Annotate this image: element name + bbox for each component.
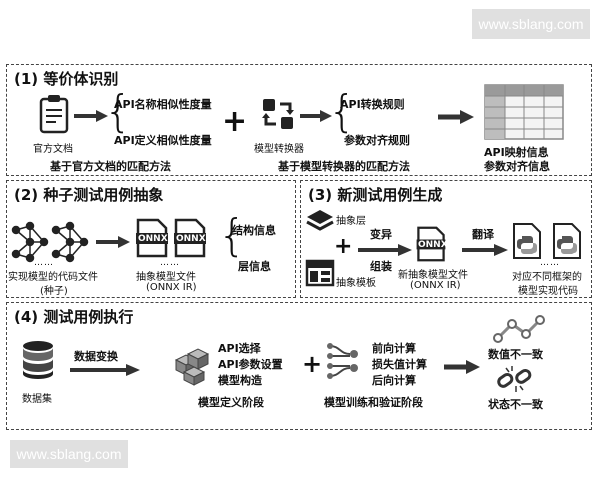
translate-label: 翻译 (472, 228, 494, 241)
plus-sign-1: + (222, 104, 248, 139)
result-param-alignment: 参数对齐信息 (484, 160, 550, 173)
section1-title: (1) 等价体识别 (14, 70, 119, 88)
transform-label: 数据变换 (74, 350, 118, 363)
seed-label: 实现模型的代码文件 (8, 272, 98, 283)
arrow-translate (462, 244, 508, 256)
broken-link-icon (497, 366, 532, 392)
python-dots: …… (540, 258, 560, 268)
layers-icon (306, 210, 334, 231)
onnx-dots: …… (160, 258, 180, 268)
brace-metrics: { (104, 86, 132, 137)
layer-label: 抽象层 (336, 216, 366, 227)
method-doc-matching: 基于官方文档的匹配方法 (50, 160, 171, 173)
new-model-sub: (ONNX IR) (410, 280, 461, 291)
onnx-badge-2: ONNX (176, 234, 206, 244)
onnx-file-icon (136, 218, 168, 258)
arrow-doc-to-metrics (74, 110, 108, 122)
section2-title: (2) 种子测试用例抽象 (14, 186, 164, 204)
outcome-value-mismatch: 数值不一致 (488, 348, 543, 361)
arrow-converter-to-rules (300, 110, 332, 122)
metric-definition: API定义相似性度量 (114, 134, 212, 147)
abstract-label: 抽象模型文件 (136, 272, 196, 283)
plus-sign-3: + (302, 350, 323, 378)
dataset-label: 数据集 (22, 394, 52, 405)
converter-label: 模型转换器 (254, 144, 304, 155)
phase-model-definition: 模型定义阶段 (198, 396, 264, 409)
arrow-transform (70, 364, 140, 376)
database-icon (23, 341, 53, 379)
model-blocks-icon (174, 348, 210, 386)
info-layer: 层信息 (238, 260, 271, 273)
section-test-execution (6, 302, 592, 430)
template-icon (305, 259, 335, 287)
onnx-badge-3: ONNX (418, 240, 448, 250)
doc-label: 官方文档 (33, 144, 73, 155)
rule-param-alignment: 参数对齐规则 (344, 134, 410, 147)
target-label: 对应不同框架的 (512, 272, 582, 283)
seed-sub: (种子) (40, 286, 68, 297)
onnx-file-icon (174, 218, 206, 258)
arrow-to-outcomes (444, 360, 480, 374)
arrow-mutate-assemble (358, 244, 412, 256)
step-api-params: API参数设置 (218, 358, 283, 371)
converter-icon (262, 99, 294, 129)
section-new-case-generation (300, 180, 592, 298)
arrow-seed-to-onnx (96, 236, 130, 248)
pipeline-icon (327, 343, 358, 379)
metric-name: API名称相似性度量 (114, 98, 212, 111)
abstract-sub: (ONNX IR) (146, 282, 197, 293)
watermark-top: www.sblang.com (472, 9, 590, 39)
info-structure: 结构信息 (232, 224, 276, 237)
onnx-badge-1: ONNX (138, 234, 168, 244)
template-label: 抽象模板 (336, 278, 376, 289)
watermark-bottom: www.sblang.com (10, 440, 128, 468)
result-api-mapping: API映射信息 (484, 146, 549, 159)
step-forward: 前向计算 (372, 342, 416, 355)
plus-sign-2: + (334, 234, 353, 259)
step-backward: 后向计算 (372, 374, 416, 387)
document-icon (39, 95, 69, 134)
assemble-label: 组装 (370, 260, 392, 273)
neural-network-icon (11, 221, 89, 263)
seed-dots: …… (34, 258, 54, 268)
brace-info: { (218, 210, 246, 261)
step-model-build: 模型构造 (218, 374, 262, 387)
python-file-icon (513, 223, 541, 259)
phase-training-validation: 模型训练和验证阶段 (324, 396, 423, 409)
value-chart-icon (493, 315, 545, 343)
method-converter-matching: 基于模型转换器的匹配方法 (278, 160, 410, 173)
onnx-file-icon (416, 226, 446, 262)
brace-rules: { (328, 86, 356, 137)
rule-api-conversion: API转换规则 (340, 98, 405, 111)
python-file-icon (553, 223, 581, 259)
new-model-label: 新抽象模型文件 (398, 270, 468, 281)
section4-title: (4) 测试用例执行 (14, 308, 134, 326)
section3-title: (3) 新测试用例生成 (308, 186, 443, 204)
target-sub: 模型实现代码 (518, 286, 578, 297)
table-icon (484, 84, 564, 140)
arrow-to-result (438, 110, 474, 124)
step-loss: 损失值计算 (372, 358, 427, 371)
outcome-state-mismatch: 状态不一致 (488, 398, 543, 411)
mutate-label: 变异 (370, 228, 392, 241)
step-api-select: API选择 (218, 342, 261, 355)
